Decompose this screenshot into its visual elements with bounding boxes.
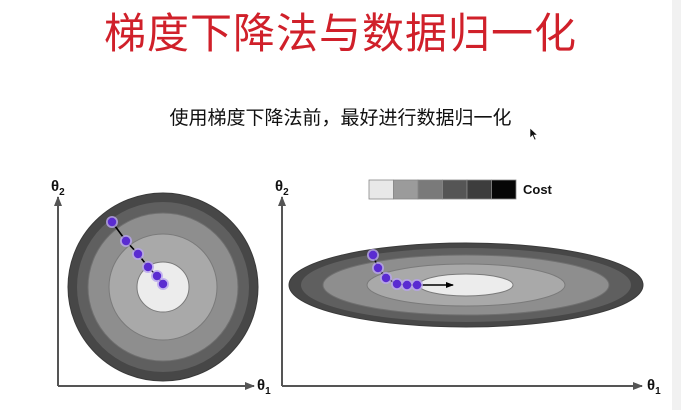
right-y-axis-label: θ2 (275, 178, 289, 198)
window-edge (672, 0, 681, 410)
slide-title: 梯度下降法与数据归一化 (103, 9, 577, 58)
left-axes: θ2 θ1 (51, 178, 271, 397)
right-contour-plot (288, 242, 644, 328)
slide-subtitle: 使用梯度下降法前，最好进行数据归一化 (169, 107, 512, 129)
cost-legend-label: Cost (523, 182, 553, 197)
cost-legend: Cost (368, 179, 553, 200)
right-axes: θ2 θ1 (275, 178, 661, 397)
left-y-axis-label: θ2 (51, 178, 65, 198)
right-descent-path (367, 249, 454, 291)
mouse-cursor-icon (529, 127, 539, 141)
left-x-axis-label: θ1 (257, 377, 271, 397)
right-x-axis-label: θ1 (647, 377, 661, 397)
left-descent-path (106, 216, 169, 290)
